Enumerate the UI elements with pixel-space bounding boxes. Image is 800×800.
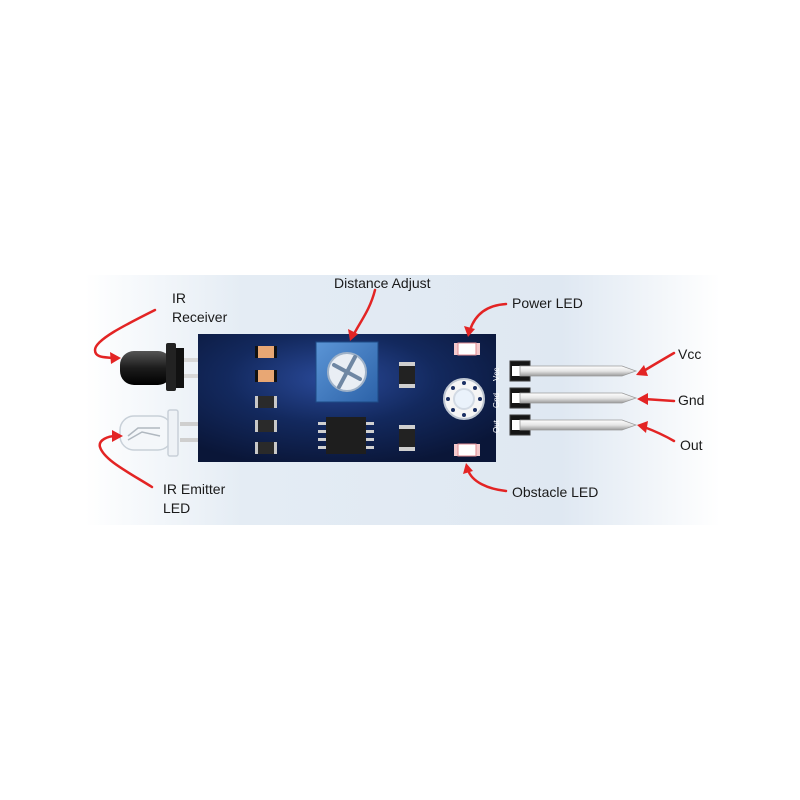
comparator-ic [318, 417, 374, 454]
label-out: Out [680, 437, 703, 453]
label-ir-receiver-line2: Receiver [172, 309, 228, 325]
label-ir-emitter-line1: IR Emitter [163, 481, 226, 497]
label-ir-emitter-line2: LED [163, 500, 190, 516]
board-pin-label-out: Out [492, 419, 501, 433]
arrow-ir-receiver [93, 308, 157, 360]
ir-receiver [120, 343, 212, 391]
obstacle-led [454, 443, 480, 457]
arrow-obstacle-led [466, 468, 508, 493]
label-vcc: Vcc [678, 346, 701, 362]
label-power-led: Power LED [512, 295, 583, 311]
potentiometer [315, 341, 379, 403]
arrow-power-led [468, 302, 508, 332]
header-pins [519, 365, 638, 431]
arrowheads [110, 326, 648, 474]
arrow-ir-emitter [98, 434, 154, 489]
label-ir-receiver-line1: IR [172, 290, 186, 306]
ir-emitter-led [119, 409, 212, 457]
board-pin-label-vcc: Vcc [492, 368, 501, 381]
smd-components-middle [399, 362, 415, 451]
power-led [454, 342, 480, 356]
board-pin-label-gnd: Gnd [492, 393, 501, 408]
label-distance-adjust: Distance Adjust [334, 275, 431, 291]
arrow-distance-adjust [352, 288, 377, 336]
label-obstacle-led: Obstacle LED [512, 484, 598, 500]
mounting-hole [443, 378, 485, 420]
label-gnd: Gnd [678, 392, 704, 408]
arrow-gnd [642, 397, 676, 403]
smd-components-left [255, 346, 277, 454]
